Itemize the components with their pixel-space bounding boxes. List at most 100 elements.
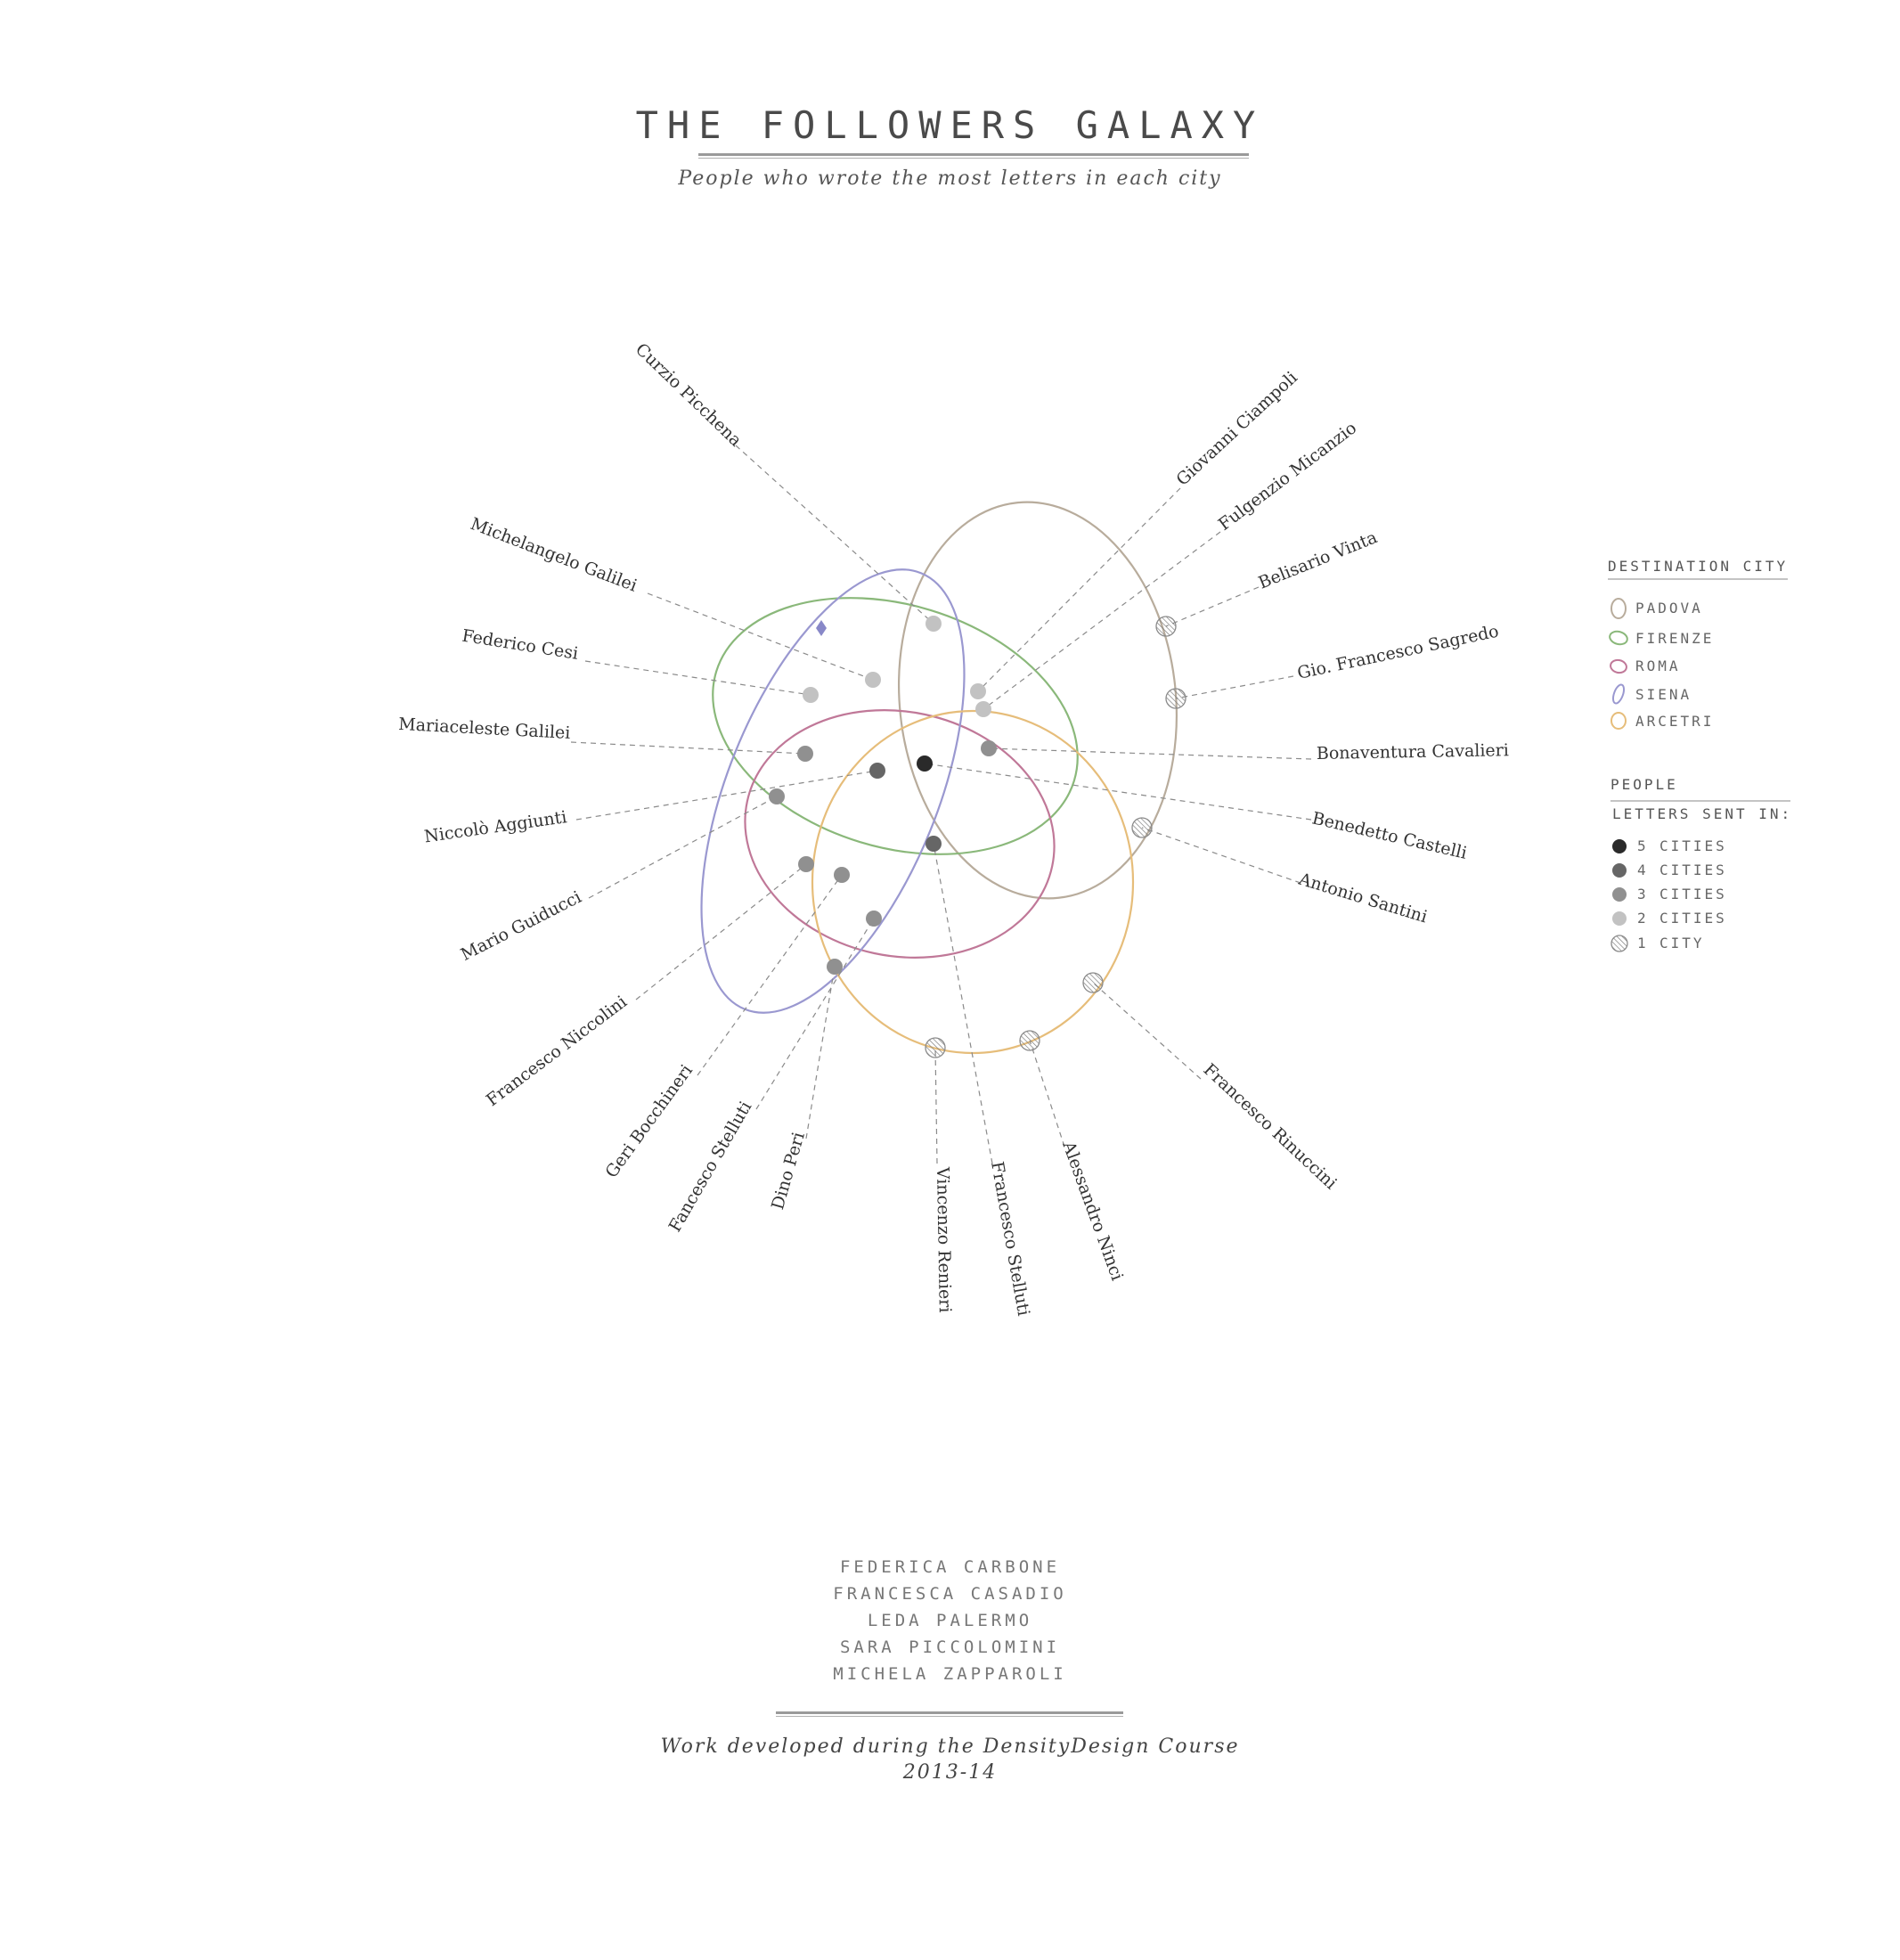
legend-padova-label: PADOVA — [1635, 600, 1703, 617]
title-divider — [698, 153, 1249, 156]
legend-siena-icon — [1611, 683, 1626, 705]
person-label: Dino Peri — [768, 1130, 809, 1212]
author-name: SARA PICCOLOMINI — [839, 1637, 1061, 1657]
leader-line — [934, 1047, 938, 1164]
leader-line — [1141, 827, 1301, 884]
leader-line — [647, 592, 874, 681]
leader-line — [570, 741, 806, 755]
legend-firenze-label: FIRENZE — [1635, 630, 1714, 647]
legend-firenze-icon — [1609, 630, 1628, 646]
people-labels: Curzio Picchena Michelangelo Galilei Fed… — [398, 339, 1509, 1318]
legend-dot-4 — [1612, 863, 1627, 878]
person-dot — [834, 867, 850, 883]
legend-arcetri-icon — [1611, 712, 1627, 730]
leader-line — [584, 660, 811, 696]
leader-lines — [570, 445, 1312, 1164]
legend-siena-label: SIENA — [1635, 686, 1692, 703]
person-label: Geri Bocchineri — [601, 1061, 697, 1181]
legend-count-5: 5 — [1637, 837, 1649, 854]
person-dot — [981, 740, 997, 756]
legend-dot-5 — [1612, 839, 1627, 853]
legend-count-5-label: CITIES — [1659, 837, 1727, 854]
person-label: Mariaceleste Galilei — [398, 715, 571, 743]
legend-count-1: 1 — [1637, 935, 1649, 951]
legend: DESTINATION CITY PADOVA FIRENZE ROMA SIE… — [1608, 558, 1792, 952]
legend-count-2: 2 — [1637, 910, 1649, 927]
legend-padova-icon — [1611, 598, 1627, 619]
person-label: Benedetto Castelli — [1310, 808, 1469, 862]
leader-line — [805, 966, 836, 1139]
person-label: Francesco Rinuccini — [1200, 1060, 1341, 1194]
page-subtitle: People who wrote the most letters in eac… — [678, 167, 1222, 190]
roma-ellipse — [744, 709, 1056, 959]
leader-line — [755, 918, 875, 1110]
person-dot — [869, 763, 885, 779]
leader-line — [933, 843, 993, 1164]
legend-count-2-label: CITIES — [1659, 910, 1727, 927]
person-dot — [803, 687, 819, 703]
person-dot — [1165, 688, 1186, 709]
person-dot — [866, 911, 882, 927]
person-dot — [1019, 1030, 1040, 1051]
course-note: Work developed during the DensityDesign … — [0, 1734, 1900, 1785]
leader-line — [924, 763, 1312, 821]
legend-count-3: 3 — [1637, 886, 1649, 902]
leader-line — [977, 487, 1181, 692]
siena-marker-icon — [816, 620, 827, 636]
leader-line — [1165, 586, 1260, 627]
person-label: Francesco Niccolini — [483, 992, 631, 1110]
person-dot — [1131, 817, 1153, 838]
person-dot — [798, 856, 814, 872]
person-label: Belisario Vinta — [1256, 527, 1381, 592]
leader-line — [1175, 675, 1294, 699]
page-title: THE FOLLOWERS GALAXY — [635, 103, 1265, 147]
author-name: FEDERICA CARBONE — [839, 1557, 1061, 1577]
person-label: Curzio Picchena — [632, 339, 746, 451]
leader-line — [1092, 982, 1202, 1080]
legend-arcetri-label: ARCETRI — [1635, 713, 1714, 730]
arcetri-ellipse — [811, 709, 1135, 1055]
legend-roma-icon — [1610, 658, 1627, 674]
firenze-ellipse — [712, 597, 1079, 855]
person-label: Mario Guiducci — [458, 887, 584, 965]
credits-divider — [776, 1711, 1123, 1714]
course-line: Work developed during the DensityDesign … — [660, 1735, 1240, 1758]
person-dot — [797, 746, 813, 762]
person-label: Bonaventura Cavalieri — [1317, 740, 1509, 764]
person-dot — [865, 672, 881, 688]
leader-line — [588, 796, 778, 899]
person-dot — [970, 683, 986, 699]
people-dots — [769, 616, 1186, 1058]
person-label: Antonio Santini — [1296, 869, 1430, 927]
person-dot — [925, 1037, 946, 1058]
legend-roma-label: ROMA — [1635, 657, 1681, 674]
leader-line — [1029, 1040, 1065, 1147]
legend-count-4-label: CITIES — [1659, 862, 1727, 878]
leader-line — [735, 445, 934, 625]
legend-dot-1 — [1611, 935, 1628, 952]
person-label: Vincenzo Renieri — [933, 1166, 955, 1313]
person-dot — [975, 701, 991, 717]
author-name: FRANCESCA CASADIO — [833, 1584, 1067, 1604]
person-dot — [926, 836, 942, 852]
person-dot — [1082, 972, 1104, 993]
leader-line — [575, 770, 878, 821]
person-label: Niccolò Aggiunti — [423, 807, 568, 846]
person-label: Federico Cesi — [461, 626, 580, 664]
leader-line — [697, 874, 843, 1076]
person-dot — [827, 959, 843, 975]
person-label: Gio. Francesco Sagredo — [1295, 621, 1500, 682]
leader-line — [988, 747, 1312, 760]
title-divider-thin — [698, 158, 1249, 159]
legend-count-1-label: CITY — [1659, 935, 1705, 951]
person-dot — [1155, 616, 1177, 637]
leader-line — [635, 863, 807, 1000]
credits: FEDERICA CARBONE FRANCESCA CASADIO LEDA … — [0, 1554, 1900, 1687]
person-dot — [917, 755, 933, 772]
legend-people-heading: PEOPLE — [1611, 776, 1678, 793]
person-label: Fancesco Stelluti — [665, 1098, 756, 1236]
person-dot — [926, 616, 942, 632]
person-label: Alessandro Ninci — [1058, 1138, 1127, 1283]
person-label: Francesco Stelluti — [987, 1160, 1033, 1318]
legend-people-subheading: LETTERS SENT IN: — [1612, 805, 1792, 822]
